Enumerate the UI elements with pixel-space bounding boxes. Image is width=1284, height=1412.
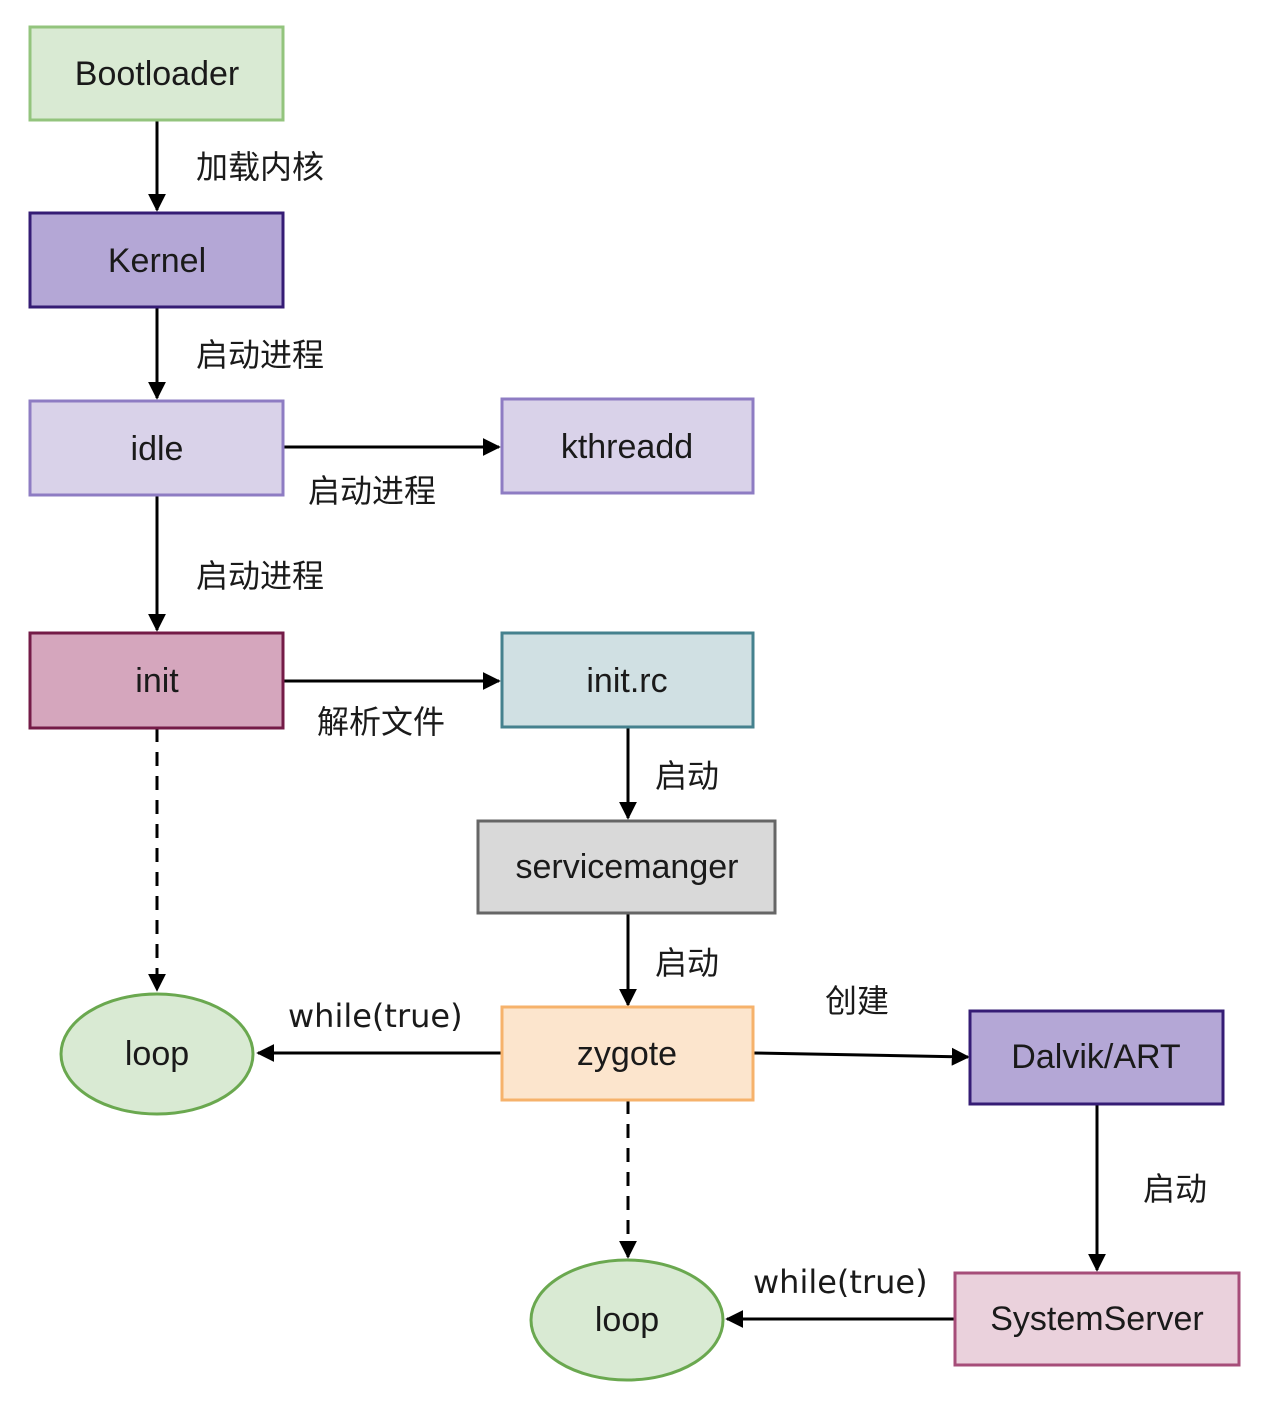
- node-systemserver: SystemServer: [953, 1271, 1241, 1367]
- node-systemserver-label: SystemServer: [990, 1300, 1204, 1338]
- edge-label-idle-kthreadd: 启动进程: [308, 472, 436, 510]
- node-bootloader-box: [28, 25, 285, 122]
- node-loop-bottom: loop: [529, 1258, 725, 1382]
- node-kthreadd-box: [500, 397, 755, 495]
- edge-label-initrc-start: 启动: [655, 757, 719, 795]
- node-systemserver-box: [953, 1271, 1241, 1367]
- node-init: init: [28, 631, 285, 730]
- edge-label-load-kernel: 加载内核: [196, 148, 324, 186]
- edge-label-create: 创建: [825, 982, 889, 1020]
- node-bootloader-label: Bootloader: [75, 55, 239, 93]
- node-kernel-label: Kernel: [108, 242, 206, 280]
- edge-label-parse-file: 解析文件: [317, 703, 445, 741]
- node-kernel-box: [28, 211, 285, 309]
- node-idle-box: [28, 399, 285, 497]
- node-init-rc: init.rc: [500, 631, 755, 729]
- node-kthreadd-label: kthreadd: [561, 428, 693, 466]
- node-init-rc-box: [500, 631, 755, 729]
- node-dalvik-art-label: Dalvik/ART: [1011, 1038, 1180, 1076]
- node-bootloader: Bootloader: [28, 25, 285, 122]
- node-init-label: init: [135, 662, 179, 700]
- node-idle-label: idle: [131, 430, 184, 468]
- node-dalvik-art-box: [968, 1009, 1225, 1106]
- node-servicemanger-label: servicemanger: [516, 848, 739, 886]
- edge-label-idle-init: 启动进程: [196, 557, 324, 595]
- edges: [148, 120, 1106, 1328]
- node-zygote: zygote: [500, 1005, 755, 1102]
- node-servicemanger: servicemanger: [476, 819, 777, 915]
- node-init-rc-label: init.rc: [586, 662, 667, 700]
- node-loop-left-label: loop: [125, 1035, 189, 1073]
- node-zygote-box: [500, 1005, 755, 1102]
- node-init-box: [28, 631, 285, 730]
- node-dalvik-art: Dalvik/ART: [968, 1009, 1225, 1106]
- edge-label-kernel-start-process: 启动进程: [196, 336, 324, 374]
- node-loop-left: loop: [59, 992, 255, 1116]
- node-zygote-label: zygote: [577, 1035, 677, 1073]
- edge-label-servicemanger-start: 启动: [655, 944, 719, 982]
- node-loop-bottom-label: loop: [595, 1301, 659, 1339]
- node-loop-bottom-shape: [529, 1258, 725, 1382]
- node-loop-left-shape: [59, 992, 255, 1116]
- edge-label-systemserver-while: while(true): [753, 1263, 928, 1301]
- node-kthreadd: kthreadd: [500, 397, 755, 495]
- node-servicemanger-box: [476, 819, 777, 915]
- edge-label-zygote-while: while(true): [288, 997, 463, 1035]
- node-kernel: Kernel: [28, 211, 285, 309]
- node-idle: idle: [28, 399, 285, 497]
- edge-labels: 加载内核 启动进程 启动进程 启动进程 解析文件 启动 启动 while(tru…: [196, 148, 1207, 1301]
- edge-zygote-dalvik: [752, 1047, 970, 1066]
- edge-label-dalvik-start: 启动: [1143, 1170, 1207, 1208]
